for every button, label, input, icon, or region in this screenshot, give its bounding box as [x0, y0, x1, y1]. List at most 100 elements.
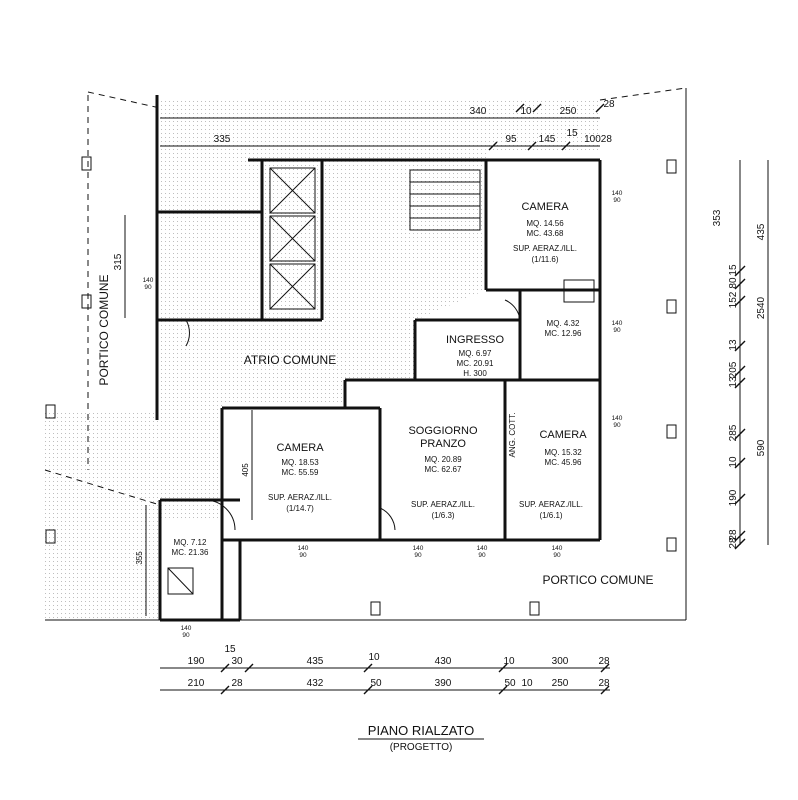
dim-label: 28: [598, 678, 610, 689]
window-label-bottom: 90: [478, 552, 486, 559]
dim-label: 435: [756, 223, 767, 240]
room-camera-2: CAMERA MQ. 15.32 MC. 45.96 SUP. AERAZ./I…: [519, 429, 587, 520]
room-volume: MC. 45.96: [545, 458, 582, 467]
window-label-top: 140: [612, 190, 623, 197]
window-label-bottom: 90: [144, 284, 152, 291]
room-name: CAMERA: [539, 429, 587, 441]
room-area: MQ. 14.56: [526, 219, 564, 228]
dim-tick: [734, 295, 746, 307]
room-area: MQ. 20.89: [424, 455, 462, 464]
dim-tick: [498, 685, 508, 695]
dim-tick: [220, 685, 230, 695]
dim-tick: [734, 530, 746, 542]
dim-label: 285: [728, 424, 739, 441]
dim-label: 95: [505, 134, 517, 145]
dim-label: 28: [598, 656, 610, 667]
room-volume: MC. 21.36: [172, 548, 209, 557]
room-bagno-2: MQ. 7.12 MC. 21.36: [172, 538, 209, 557]
dim-label: 50: [504, 678, 516, 689]
room-ratio: (1/6.1): [539, 511, 562, 520]
room-name: CAMERA: [521, 201, 569, 213]
window-label-bottom: 90: [613, 197, 621, 204]
portico-left-label: PORTICO COMUNE: [97, 274, 111, 385]
dim-label: 10: [368, 652, 380, 663]
window-label-top: 140: [413, 545, 424, 552]
dim-label: 250: [552, 678, 569, 689]
dim-label: 432: [307, 678, 324, 689]
room-ventilation: SUP. AERAZ./ILL.: [411, 500, 475, 509]
dim-tick: [734, 493, 746, 505]
room-volume: MC. 55.59: [282, 468, 319, 477]
dim-label: 355: [135, 551, 144, 565]
window-label-top: 140: [143, 277, 154, 284]
dim-label: 15: [224, 644, 236, 655]
dim-label: 15: [566, 128, 578, 139]
dim-label: 2540: [756, 296, 767, 319]
atrio-label: ATRIO COMUNE: [244, 353, 336, 367]
room-ventilation: SUP. AERAZ./ILL.: [268, 493, 332, 502]
room-volume: MC. 20.91: [457, 359, 494, 368]
dim-label: 28: [231, 678, 243, 689]
columns: [45, 156, 677, 616]
room-volume: MC. 43.68: [527, 229, 564, 238]
dim-label: 405: [241, 463, 250, 477]
top-dimensions: 340 10 250 28 335 95 145 15 10028: [160, 99, 615, 151]
dim-tick: [734, 428, 746, 440]
window-label-top: 140: [181, 625, 192, 632]
dim-tick: [220, 663, 230, 673]
dim-tick: [363, 685, 373, 695]
dim-label: 210: [188, 678, 205, 689]
dim-tick: [600, 663, 610, 673]
room-name: SOGGIORNO: [408, 425, 478, 437]
room-camera-1: CAMERA MQ. 14.56 MC. 43.68 SUP. AERAZ./I…: [513, 201, 577, 264]
dim-label: 28: [603, 99, 615, 110]
room-area: MQ. 4.32: [547, 319, 580, 328]
left-dimensions: 315 405 355: [113, 215, 253, 616]
dim-label: 340: [470, 106, 487, 117]
dim-label: 430: [435, 656, 452, 667]
window-label-bottom: 90: [613, 327, 621, 334]
dim-label: 80: [728, 277, 739, 289]
room-height: H. 300: [463, 369, 487, 378]
dim-tick: [244, 663, 254, 673]
dim-tick: [734, 377, 746, 389]
dim-label: 10028: [584, 134, 612, 145]
dim-label: 30: [231, 656, 243, 667]
window-label-bottom: 90: [414, 552, 422, 559]
room-volume: MC. 12.96: [545, 329, 582, 338]
dim-tick: [734, 278, 746, 290]
room-name-2: PRANZO: [420, 438, 466, 450]
building-walls: [155, 95, 602, 622]
dim-tick: [734, 265, 746, 277]
dim-label: 250: [560, 106, 577, 117]
dim-tick: [600, 685, 610, 695]
window-label-bottom: 90: [613, 422, 621, 429]
window-label-top: 140: [298, 545, 309, 552]
room-ratio: (1/6.3): [431, 511, 454, 520]
room-ratio: (1/14.7): [286, 504, 314, 513]
dim-label: 315: [113, 253, 124, 270]
dim-label: 353: [712, 209, 723, 226]
room-soggiorno: SOGGIORNO PRANZO MQ. 20.89 MC. 62.67 SUP…: [408, 425, 478, 520]
portico-bottom-label: PORTICO COMUNE: [542, 573, 653, 587]
room-area: MQ. 7.12: [174, 538, 207, 547]
room-ventilation: SUP. AERAZ./ILL.: [513, 244, 577, 253]
dim-label: 10: [503, 656, 515, 667]
window-label-bottom: 90: [553, 552, 561, 559]
dim-tick: [734, 457, 746, 469]
dim-tick: [734, 538, 746, 550]
plan-title: PIANO RIALZATO: [368, 723, 474, 738]
dim-label: 15: [728, 264, 739, 276]
dim-label: 28: [728, 529, 739, 541]
dim-tick: [363, 663, 373, 673]
dim-label: 390: [435, 678, 452, 689]
window-label-top: 140: [552, 545, 563, 552]
window-label-bottom: 90: [182, 632, 190, 639]
dim-label: 190: [188, 656, 205, 667]
dim-tick: [498, 663, 508, 673]
dim-tick: [734, 365, 746, 377]
room-name: CAMERA: [276, 442, 324, 454]
dim-label: 10: [520, 106, 532, 117]
room-ingresso: INGRESSO MQ. 6.97 MC. 20.91 H. 300: [446, 334, 505, 378]
